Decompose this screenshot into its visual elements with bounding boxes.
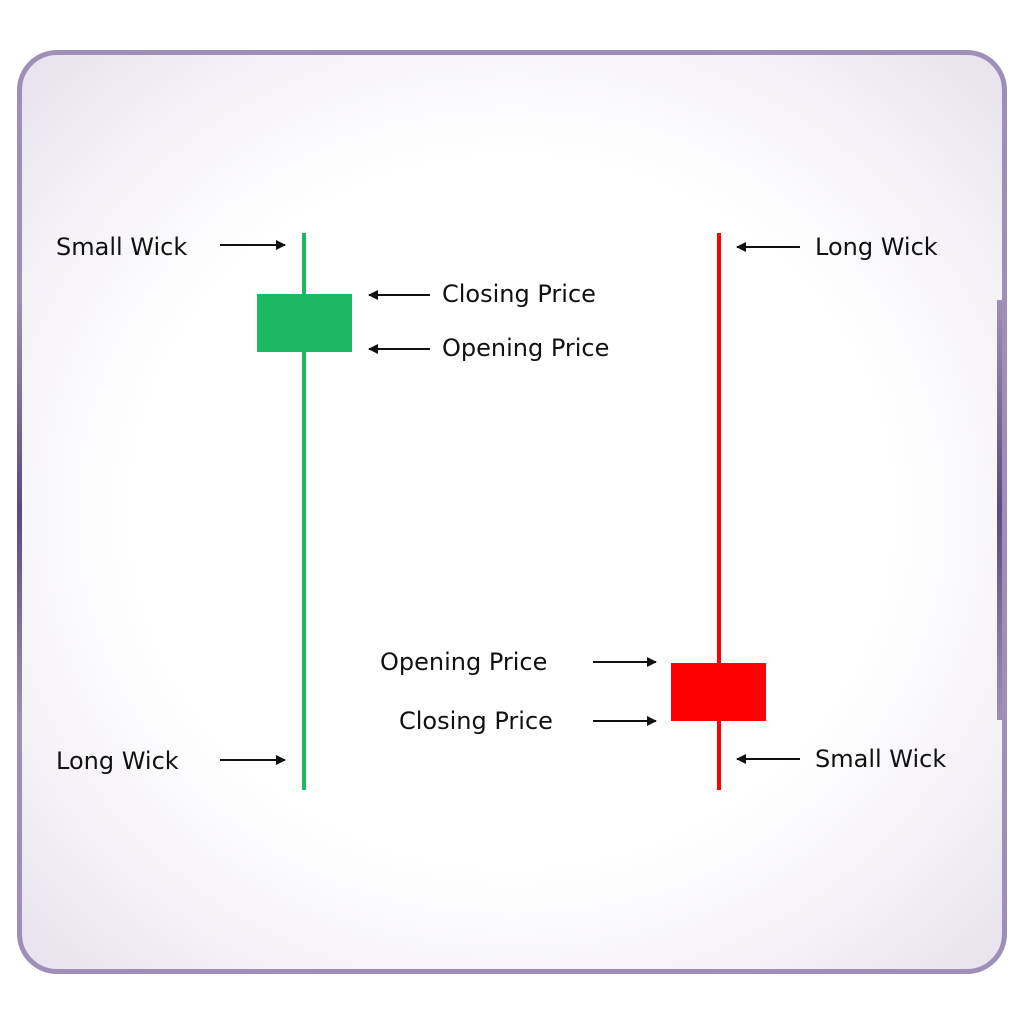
frame-accent-right: [997, 300, 1002, 720]
bearish-top-wick-label: Long Wick: [815, 233, 938, 261]
frame-accent-left: [17, 300, 22, 720]
bearish-close-label: Closing Price: [399, 707, 553, 735]
bearish-candle: [671, 233, 766, 790]
bearish-bottom-wick-label: Small Wick: [815, 745, 946, 773]
bullish-body: [257, 294, 352, 352]
bullish-candle: [257, 233, 352, 790]
bullish-top-wick-label: Small Wick: [56, 233, 187, 261]
bullish-open-label: Opening Price: [442, 334, 609, 362]
bearish-body: [671, 663, 766, 721]
diagram-frame: [17, 50, 1007, 974]
bullish-close-label: Closing Price: [442, 280, 596, 308]
bullish-bottom-wick-label: Long Wick: [56, 747, 179, 775]
bearish-open-label: Opening Price: [380, 648, 547, 676]
